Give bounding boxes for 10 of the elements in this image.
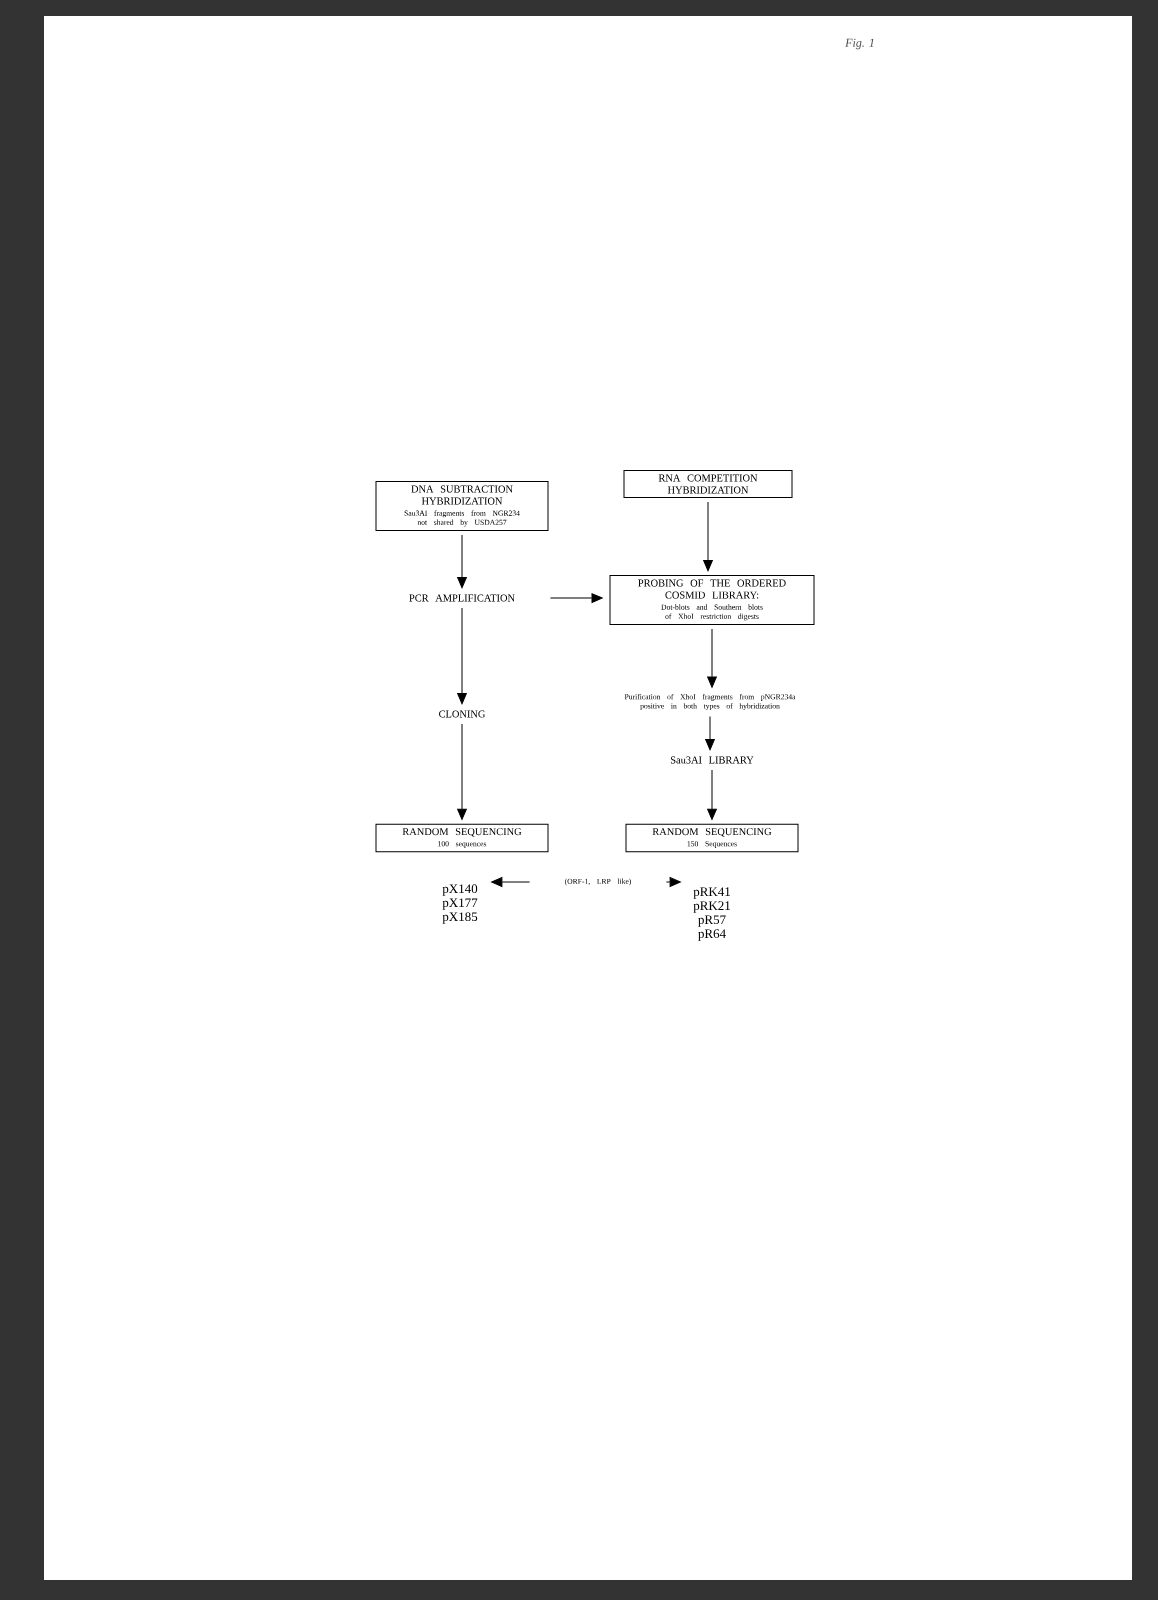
arrow	[457, 534, 467, 589]
arrow	[491, 877, 531, 887]
arrow	[549, 593, 603, 603]
arrow	[457, 607, 467, 705]
arrow	[705, 716, 715, 751]
arrow	[707, 628, 717, 688]
arrow	[703, 501, 713, 572]
arrow	[457, 723, 467, 820]
arrow	[665, 877, 681, 887]
arrow	[707, 769, 717, 820]
